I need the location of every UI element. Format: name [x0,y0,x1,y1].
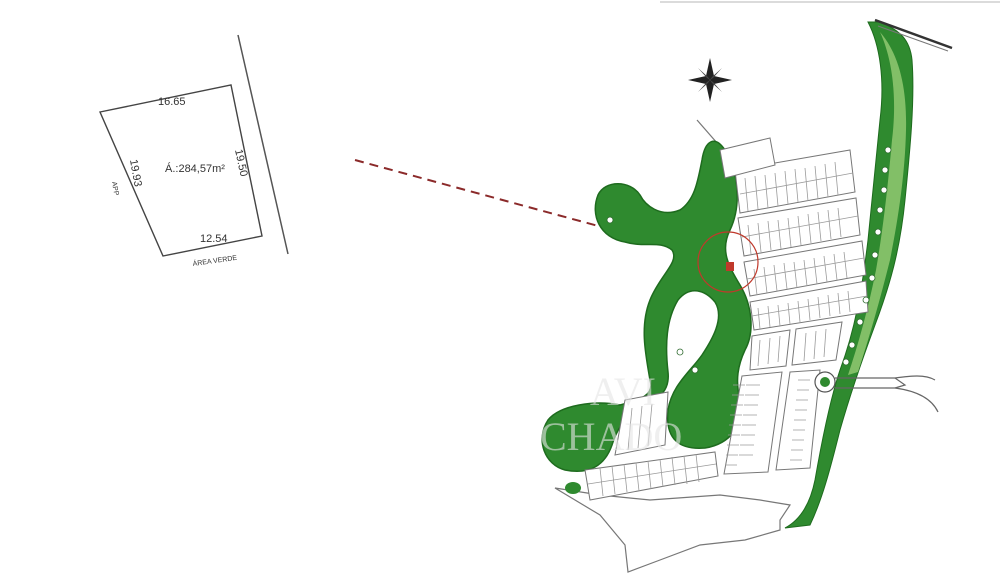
compass-rose-icon [688,58,732,102]
access-road-east [835,375,939,413]
watermark-line2: CHADO [540,414,682,459]
watermark-line1: AVI [590,369,656,414]
tree-dots [606,146,892,374]
east-green-strip [784,21,914,529]
block-k [719,137,776,179]
lot-area: Á.:284,57m² [165,162,225,175]
block-g [723,371,783,475]
site-boundary-south [554,487,792,573]
block-i [614,391,669,456]
lot-subdivision-lines [587,161,868,497]
access-road-north [874,18,953,50]
lot-location-circle [697,231,759,293]
lot-top-dimension: 16.65 [158,96,186,108]
lot-boundary-line [237,34,289,255]
block-e [749,329,791,371]
access-road-north-edge [877,25,949,52]
lot-right-dimension: 19.50 [232,148,249,177]
watermark: AVI CHADO [540,369,682,459]
east-green-light-strip [848,32,907,375]
roundabout [814,371,836,393]
lot-bottom-dimension: 12.54 [200,233,228,245]
lot-bottom-label: ÁREA VERDE [192,253,238,268]
block-f [791,321,843,366]
lot-left-dimension: 19.93 [127,158,144,187]
lot-location-marker [726,262,734,271]
green-island [565,482,581,494]
lot-detail: 16.65 Á.:284,57m² 12.54 19.93 19.50 APP … [99,34,289,268]
lot-side-label: APP [110,181,119,196]
lot-outline [99,84,263,257]
